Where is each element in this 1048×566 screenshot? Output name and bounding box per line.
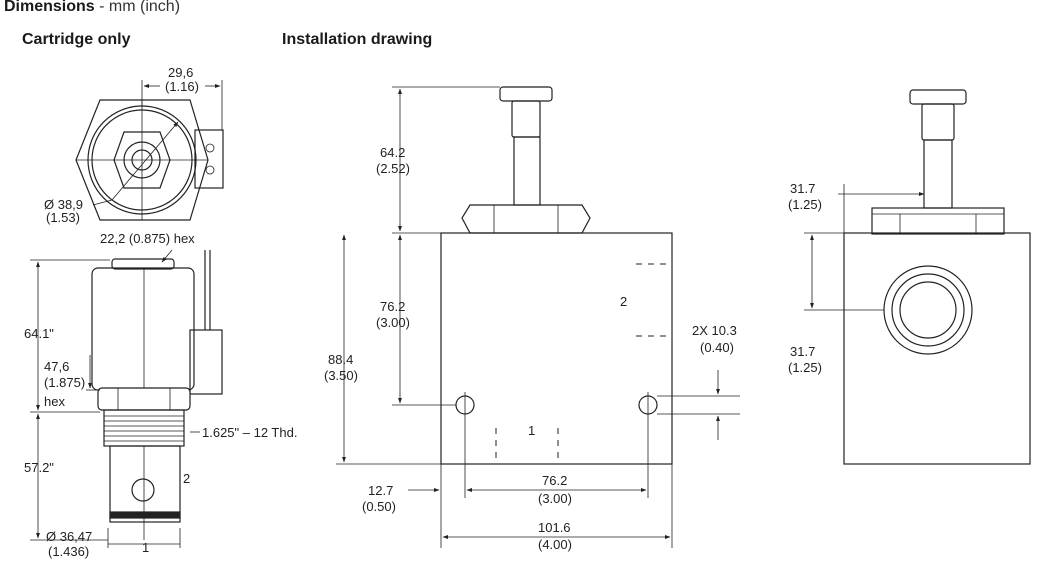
install-stem-height-in: (2.52)	[376, 161, 410, 176]
cartridge-length-total: 64.1"	[24, 326, 54, 341]
install-edge-offset-in: (0.50)	[362, 499, 396, 514]
cartridge-port-1: 1	[142, 540, 149, 555]
cartridge-dia-top: Ø 38,9	[44, 197, 83, 212]
installation-heading: Installation drawing	[282, 31, 433, 48]
install-stem-height: 64.2	[380, 145, 405, 160]
units-text: - mm (inch)	[99, 0, 181, 15]
install-hole-spacing: 76.2	[542, 473, 567, 488]
install-port-height-in: (3.00)	[376, 315, 410, 330]
side-offset-top: 31.7	[790, 181, 815, 196]
side-offset-top-in: (1.25)	[788, 197, 822, 212]
cartridge-side-view	[30, 249, 223, 548]
cartridge-length-bottom: 57.2"	[24, 460, 54, 475]
cartridge-hex-height-in: (1.875)	[44, 375, 85, 390]
cartridge-top-view	[75, 80, 224, 221]
cartridge-thread: 1.625" – 12 Thd.	[202, 425, 297, 440]
cartridge-port-2: 2	[183, 471, 190, 486]
title-text: Dimensions	[4, 0, 95, 15]
install-port-1: 1	[528, 423, 535, 438]
cartridge-width-top: 29,6	[168, 65, 193, 80]
cartridge-heading: Cartridge only	[22, 31, 131, 48]
page-title: Dimensions - mm (inch)	[4, 0, 180, 16]
install-hole-spacing-in: (3.00)	[538, 491, 572, 506]
install-port-2: 2	[620, 294, 627, 309]
install-body-width: 101.6	[538, 520, 571, 535]
cartridge-hex-nut: 22,2 (0.875) hex	[100, 231, 195, 246]
side-offset-port: 31.7	[790, 344, 815, 359]
cartridge-dia-bottom: Ø 36,47	[46, 529, 92, 544]
cartridge-hex-label: hex	[44, 394, 65, 409]
installation-front-view	[336, 86, 740, 548]
install-holes: 2X 10.3	[692, 323, 737, 338]
side-view	[804, 89, 1031, 465]
cartridge-width-top-in: (1.16)	[165, 79, 199, 94]
install-body-width-in: (4.00)	[538, 537, 572, 552]
cartridge-dia-top-in: (1.53)	[46, 210, 80, 225]
install-body-height-in: (3.50)	[324, 368, 358, 383]
install-body-height: 88.4	[328, 352, 353, 367]
install-holes-in: (0.40)	[700, 340, 734, 355]
cartridge-dia-bottom-in: (1.436)	[48, 544, 89, 559]
install-port-height: 76.2	[380, 299, 405, 314]
cartridge-hex-height: 47,6	[44, 359, 69, 374]
side-offset-port-in: (1.25)	[788, 360, 822, 375]
install-edge-offset: 12.7	[368, 483, 393, 498]
